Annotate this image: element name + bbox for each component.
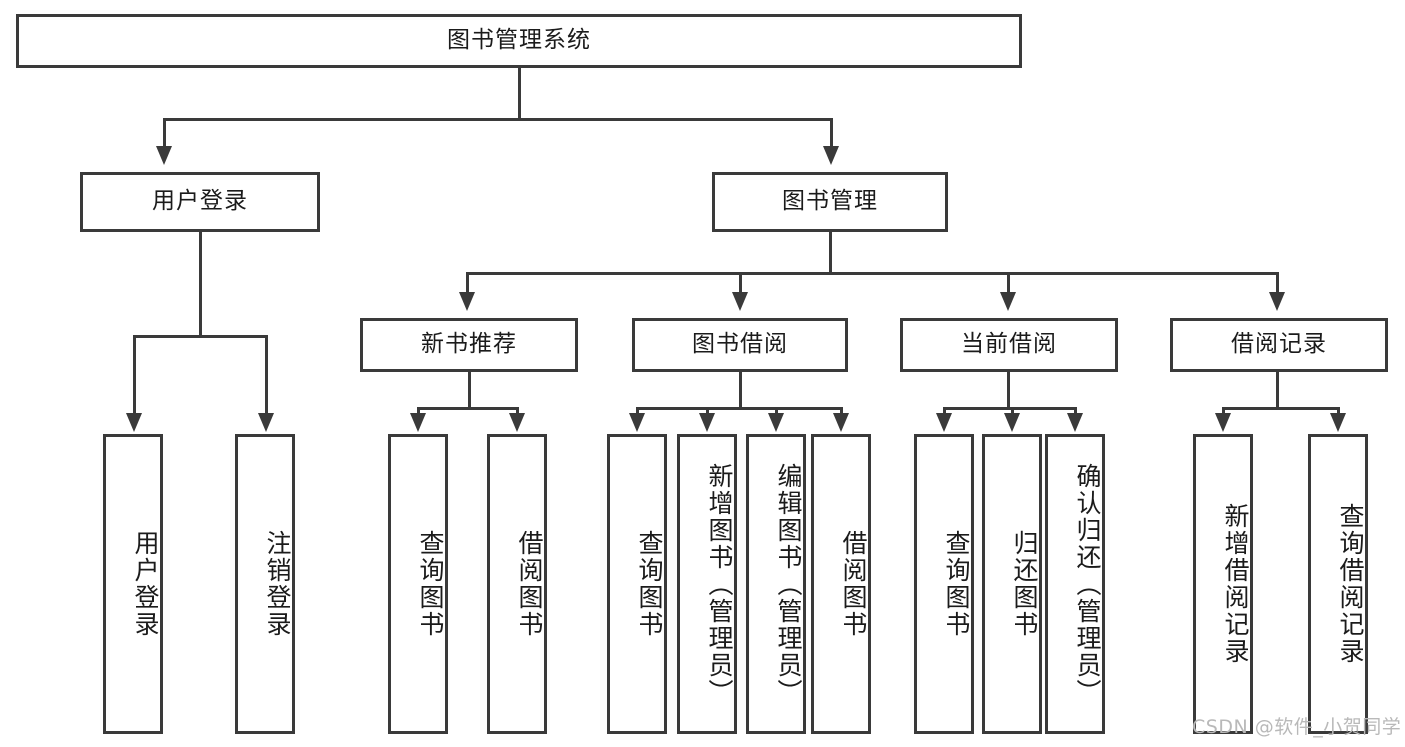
connector-book-manage-stem	[829, 232, 832, 274]
connector-book-manage-drop-3	[1007, 272, 1010, 294]
arrowhead-to-borrow-record	[1269, 292, 1285, 311]
node-label: 用户登录	[131, 530, 160, 638]
arrowhead-user-login-leaf-2	[258, 413, 274, 432]
connector-book-borrow-drop-1	[636, 407, 639, 415]
node-label: 借阅图书	[515, 530, 544, 638]
connector-root-bus	[163, 118, 833, 121]
connector-new-book-bus	[417, 407, 519, 410]
arrowhead-to-current-borrow	[1000, 292, 1016, 311]
arrowhead-borrow-record-leaf-1	[1215, 413, 1231, 432]
node-root-system[interactable]: 图书管理系统	[16, 14, 1022, 68]
node-label: 查询图书	[635, 530, 664, 638]
connector-root-stem	[518, 68, 521, 120]
arrowhead-current-borrow-leaf-3	[1067, 413, 1083, 432]
arrowhead-current-borrow-leaf-1	[936, 413, 952, 432]
connector-current-borrow-drop-2	[1011, 407, 1014, 415]
connector-user-login-drop-2	[265, 335, 268, 415]
leaf-borrow-record-add[interactable]: 新增借阅记录	[1193, 434, 1253, 734]
node-book-manage[interactable]: 图书管理	[712, 172, 948, 232]
connector-book-borrow-drop-3	[775, 407, 778, 415]
connector-book-manage-drop-1	[466, 272, 469, 294]
node-book-borrow[interactable]: 图书借阅	[632, 318, 848, 372]
leaf-book-borrow-borrow[interactable]: 借阅图书	[811, 434, 871, 734]
leaf-book-borrow-add[interactable]: 新增图书（管理员）	[677, 434, 737, 734]
leaf-new-book-query[interactable]: 查询图书	[388, 434, 448, 734]
arrowhead-user-login-leaf-1	[126, 413, 142, 432]
node-label: 借阅记录	[1231, 331, 1327, 358]
connector-new-book-drop-2	[516, 407, 519, 415]
arrowhead-borrow-record-leaf-2	[1330, 413, 1346, 432]
node-user-login[interactable]: 用户登录	[80, 172, 320, 232]
arrowhead-to-book-manage	[823, 146, 839, 165]
connector-book-borrow-bus	[636, 407, 843, 410]
arrowhead-book-borrow-leaf-1	[629, 413, 645, 432]
leaf-book-borrow-query[interactable]: 查询图书	[607, 434, 667, 734]
node-current-borrow[interactable]: 当前借阅	[900, 318, 1118, 372]
arrowhead-book-borrow-leaf-2	[699, 413, 715, 432]
arrowhead-new-book-leaf-2	[509, 413, 525, 432]
connector-user-login-drop-1	[133, 335, 136, 415]
node-label: 注销登录	[263, 530, 292, 638]
watermark-csdn: CSDN @软件_小贺同学	[1192, 716, 1402, 738]
node-new-book-recommend[interactable]: 新书推荐	[360, 318, 578, 372]
connector-book-manage-drop-2	[739, 272, 742, 294]
connector-book-manage-drop-4	[1276, 272, 1279, 294]
connector-new-book-drop-1	[417, 407, 420, 415]
node-label: 图书管理系统	[447, 27, 591, 54]
connector-borrow-record-drop-1	[1222, 407, 1225, 415]
arrowhead-new-book-leaf-1	[410, 413, 426, 432]
node-label: 图书借阅	[692, 331, 788, 358]
arrowhead-to-book-borrow	[732, 292, 748, 311]
node-label: 确认归还（管理员）	[1073, 462, 1102, 706]
arrowhead-book-borrow-leaf-3	[768, 413, 784, 432]
arrowhead-to-new-book	[459, 292, 475, 311]
connector-current-borrow-stem	[1007, 372, 1010, 410]
node-label: 图书管理	[782, 188, 878, 215]
arrowhead-book-borrow-leaf-4	[833, 413, 849, 432]
leaf-user-login-login[interactable]: 用户登录	[103, 434, 163, 734]
connector-current-borrow-bus	[943, 407, 1077, 410]
leaf-current-borrow-query[interactable]: 查询图书	[914, 434, 974, 734]
arrowhead-to-user-login	[156, 146, 172, 165]
node-label: 新书推荐	[421, 331, 517, 358]
connector-root-drop-right	[830, 118, 833, 148]
connector-borrow-record-bus	[1222, 407, 1340, 410]
connector-user-login-bus	[133, 335, 268, 338]
leaf-current-borrow-return[interactable]: 归还图书	[982, 434, 1042, 734]
node-label: 新增图书（管理员）	[705, 462, 734, 706]
connector-book-borrow-stem	[739, 372, 742, 410]
leaf-borrow-record-query[interactable]: 查询借阅记录	[1308, 434, 1368, 734]
node-label: 编辑图书（管理员）	[774, 462, 803, 706]
connector-user-login-stem	[199, 232, 202, 337]
leaf-book-borrow-edit[interactable]: 编辑图书（管理员）	[746, 434, 806, 734]
node-label: 查询借阅记录	[1336, 503, 1365, 665]
connector-book-manage-bus	[466, 272, 1278, 275]
leaf-user-login-logout[interactable]: 注销登录	[235, 434, 295, 734]
node-label: 新增借阅记录	[1221, 503, 1250, 665]
arrowhead-current-borrow-leaf-2	[1004, 413, 1020, 432]
node-label: 当前借阅	[961, 331, 1057, 358]
node-label: 借阅图书	[839, 530, 868, 638]
connector-book-borrow-drop-4	[840, 407, 843, 415]
node-borrow-record[interactable]: 借阅记录	[1170, 318, 1388, 372]
connector-root-drop-left	[163, 118, 166, 148]
connector-new-book-stem	[468, 372, 471, 410]
connector-current-borrow-drop-1	[943, 407, 946, 415]
node-label: 用户登录	[152, 188, 248, 215]
node-label: 查询图书	[416, 530, 445, 638]
node-label: 查询图书	[942, 530, 971, 638]
connector-borrow-record-drop-2	[1337, 407, 1340, 415]
connector-current-borrow-drop-3	[1074, 407, 1077, 415]
node-label: 归还图书	[1010, 530, 1039, 638]
leaf-new-book-borrow[interactable]: 借阅图书	[487, 434, 547, 734]
connector-book-borrow-drop-2	[706, 407, 709, 415]
leaf-current-borrow-confirm[interactable]: 确认归还（管理员）	[1045, 434, 1105, 734]
connector-borrow-record-stem	[1276, 372, 1279, 410]
